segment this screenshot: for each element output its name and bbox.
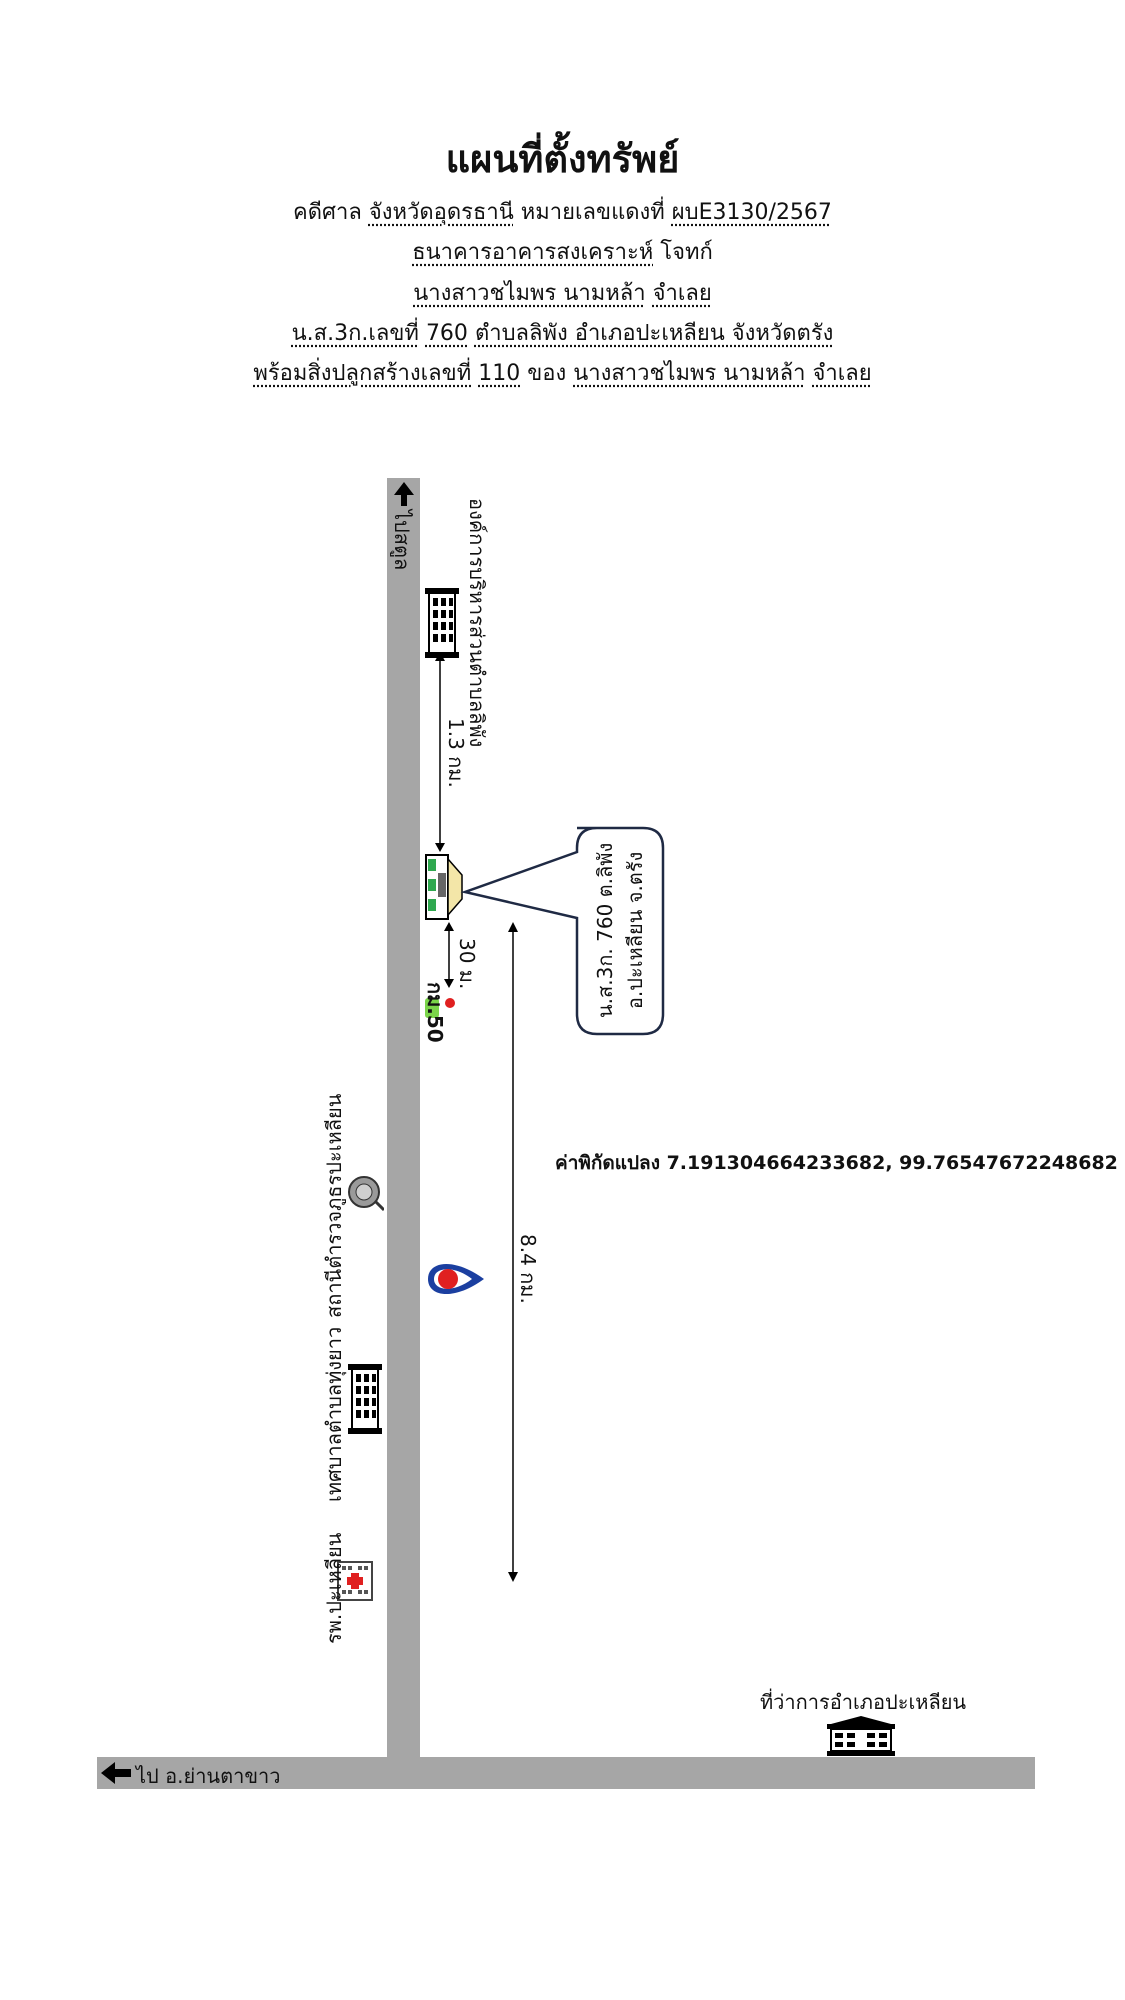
km-post-icon — [425, 998, 455, 1018]
arrow-up-icon — [394, 482, 414, 506]
callout-line-1: น.ส.3ก. 760 ต.ลิพัง — [593, 842, 617, 1018]
building-icon — [425, 588, 459, 658]
distance-arrow-district — [508, 922, 518, 1582]
building-icon — [348, 1364, 382, 1434]
km-marker-label: กม.50 — [423, 982, 447, 1043]
header-deed-line: น.ส.3ก.เลขที่ 760 ตำบลลิพัง อำเภอปะเหลีย… — [0, 319, 1125, 349]
deed-location: ตำบลลิพัง อำเภอปะเหลียน จังหวัดตรัง — [474, 321, 834, 346]
owner-prefix: ของ — [527, 361, 567, 386]
plaintiff-name: ธนาคารอาคารสงเคราะห์ — [412, 240, 654, 265]
header-plaintiff-line: ธนาคารอาคารสงเคราะห์ โจทก์ — [0, 238, 1125, 268]
case-number: ผบE3130/2567 — [671, 200, 832, 225]
deed-number: 760 — [425, 321, 468, 346]
header-defendant-line: นางสาวชไมพร นามหล้า จำเลย — [0, 279, 1125, 309]
police-label: สถานีตำรวจภูธรปะเหลียน — [322, 1093, 346, 1318]
deed-prefix: น.ส.3ก.เลขที่ — [291, 321, 419, 346]
callout-line-2: อ.ปะเหลียน จ.ตรัง — [623, 851, 647, 1010]
building-icon — [827, 1716, 895, 1756]
road-top-label: ไปสตูล — [390, 510, 414, 571]
owner-name: นางสาวชไมพร นามหล้า — [573, 361, 806, 386]
defendant-role: จำเลย — [652, 281, 712, 306]
owner-role: จำเลย — [812, 361, 872, 386]
distance-km-label: 30 ม. — [455, 938, 479, 990]
police-emblem-icon — [348, 1176, 384, 1212]
plaintiff-role: โจทก์ — [660, 240, 713, 265]
hospital-icon — [337, 1561, 373, 1601]
main-road-vertical — [387, 478, 420, 1785]
arrow-left-icon — [101, 1762, 131, 1784]
defendant-name: นางสาวชไมพร นามหล้า — [413, 281, 646, 306]
road-left-label: ไป อ.ย่านตาขาว — [136, 1764, 281, 1788]
house-icon — [425, 854, 463, 920]
distance-arrow-km — [444, 922, 454, 988]
header-building-line: พร้อมสิ่งปลูกสร้างเลขที่ 110 ของ นางสาวช… — [0, 359, 1125, 389]
court-prefix: คดีศาล — [293, 200, 362, 225]
callout-text: น.ส.3ก. 760 ต.ลิพัง อ.ปะเหลียน จ.ตรัง — [590, 843, 650, 1018]
case-label: หมายเลขแดงที่ — [520, 200, 665, 225]
page-title: แผนที่ตั้งทรัพย์ — [445, 137, 680, 181]
property-callout — [460, 826, 665, 1036]
house-number: 110 — [478, 361, 521, 386]
coordinates-text: ค่าพิกัดแปลง 7.191304664233682, 99.76547… — [555, 1152, 1118, 1174]
district-office-label: ที่ว่าการอำเภอปะเหลียน — [760, 1690, 967, 1714]
header-case-line: คดีศาล จังหวัดอุดรธานี หมายเลขแดงที่ ผบE… — [0, 198, 1125, 228]
hospital-label: รพ.ปะเหลียน — [322, 1532, 346, 1644]
municipality-label: เทศบาลตำบลทุ่งยาว — [322, 1326, 346, 1502]
building-prefix: พร้อมสิ่งปลูกสร้างเลขที่ — [253, 361, 472, 386]
main-road-horizontal — [97, 1757, 1035, 1789]
sao-office-label: องค์การบริหารส่วนตำบลลิพัง — [465, 498, 489, 748]
distance-sao-label: 1.3 กม. — [444, 718, 468, 788]
court-name: จังหวัดอุดรธานี — [368, 200, 514, 225]
distance-district-label: 8.4 กม. — [516, 1234, 540, 1304]
distance-arrow-sao — [435, 652, 445, 852]
gas-station-icon — [428, 1263, 484, 1295]
